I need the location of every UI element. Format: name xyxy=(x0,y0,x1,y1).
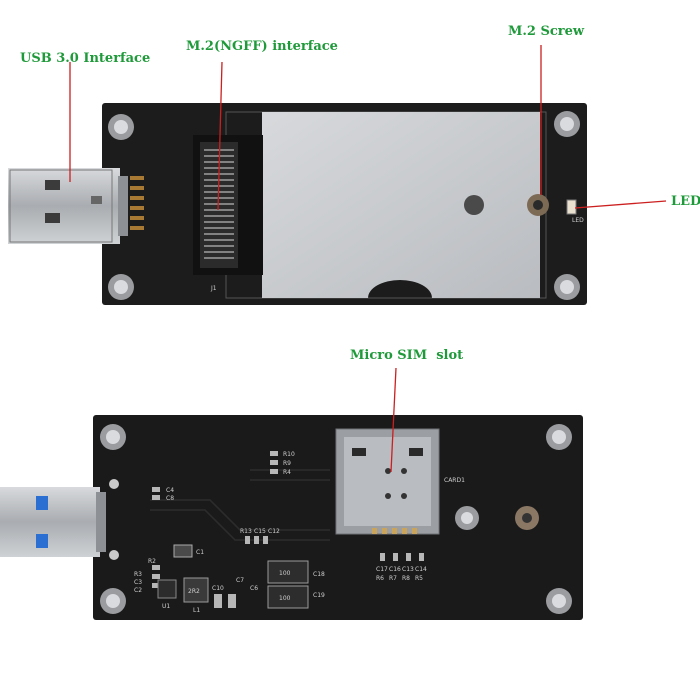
silk-c16: C16 xyxy=(389,566,401,573)
card-ref-label: CARD1 xyxy=(444,477,465,484)
svg-text:2R2: 2R2 xyxy=(188,588,200,595)
silk-c8: C8 xyxy=(166,495,174,502)
silk-c12: C12 xyxy=(268,528,280,535)
top-board: J1 LED xyxy=(102,103,587,305)
heatsink-plate xyxy=(262,112,540,298)
silk-r5: R5 xyxy=(415,575,423,582)
silk-r7: R7 xyxy=(389,575,397,582)
svg-text:100: 100 xyxy=(279,595,291,602)
micro-sim-slot xyxy=(335,428,440,535)
tantalum-cap-c18: 100 xyxy=(267,560,309,584)
silk-c6: C6 xyxy=(250,585,258,592)
m2-interface-label: M.2(NGFF) interface xyxy=(186,39,338,54)
usb-plug-bottom xyxy=(0,487,106,557)
m2-screw-label: M.2 Screw xyxy=(508,24,585,39)
silk-r2: R2 xyxy=(148,558,156,565)
silk-r8: R8 xyxy=(402,575,410,582)
silk-c19: C19 xyxy=(313,592,325,599)
silk-c10: C10 xyxy=(212,585,224,592)
silk-r10: R10 xyxy=(283,451,295,458)
usb-plug-top xyxy=(8,168,144,244)
silk-c4: C4 xyxy=(166,487,174,494)
silk-c18: C18 xyxy=(313,571,325,578)
silk-c3: C3 xyxy=(134,579,142,586)
silk-r4: R4 xyxy=(283,469,291,476)
mounting-hole xyxy=(546,424,572,450)
connector-ref-label: J1 xyxy=(210,285,217,292)
silk-c2: C2 xyxy=(134,587,142,594)
micro-sim-slot-label: Micro SIM slot xyxy=(350,348,464,363)
mounting-hole xyxy=(100,588,126,614)
silk-c14: C14 xyxy=(415,566,427,573)
m2-leader-line xyxy=(217,61,223,211)
bottom-board: CARD1 2R2 xyxy=(93,415,583,620)
silk-r3: R3 xyxy=(134,571,142,578)
mounting-hole xyxy=(108,114,134,140)
silk-c15: C15 xyxy=(254,528,266,535)
silk-l1: L1 xyxy=(193,607,200,614)
silk-c17: C17 xyxy=(376,566,388,573)
led xyxy=(566,199,577,215)
m2-connector xyxy=(193,135,263,275)
mounting-hole xyxy=(546,588,572,614)
m2-screw xyxy=(527,194,549,216)
mounting-hole xyxy=(100,424,126,450)
mounting-hole xyxy=(455,506,479,530)
led-ref-label: LED xyxy=(572,217,584,224)
inductor-l1: 2R2 xyxy=(183,577,209,603)
led-leader-line xyxy=(574,200,667,209)
silk-r6: R6 xyxy=(376,575,384,582)
svg-text:100: 100 xyxy=(279,570,291,577)
sim-leader-line xyxy=(390,367,397,473)
silk-c7: C7 xyxy=(236,577,244,584)
mounting-hole xyxy=(554,111,580,137)
mounting-hole xyxy=(108,274,134,300)
mounting-hole xyxy=(554,274,580,300)
tantalum-cap-c19: 100 xyxy=(267,585,309,609)
silk-c13: C13 xyxy=(402,566,414,573)
silk-c1: C1 xyxy=(196,549,204,556)
silk-r13: R13 xyxy=(240,528,252,535)
chip-u1 xyxy=(157,579,177,599)
silk-r9: R9 xyxy=(283,460,291,467)
led-label: LED xyxy=(671,194,700,209)
capacitor-c1 xyxy=(173,544,193,558)
silk-u1: U1 xyxy=(162,603,170,610)
usb-interface-label: USB 3.0 Interface xyxy=(20,51,151,66)
heatsink-hole xyxy=(464,195,484,215)
